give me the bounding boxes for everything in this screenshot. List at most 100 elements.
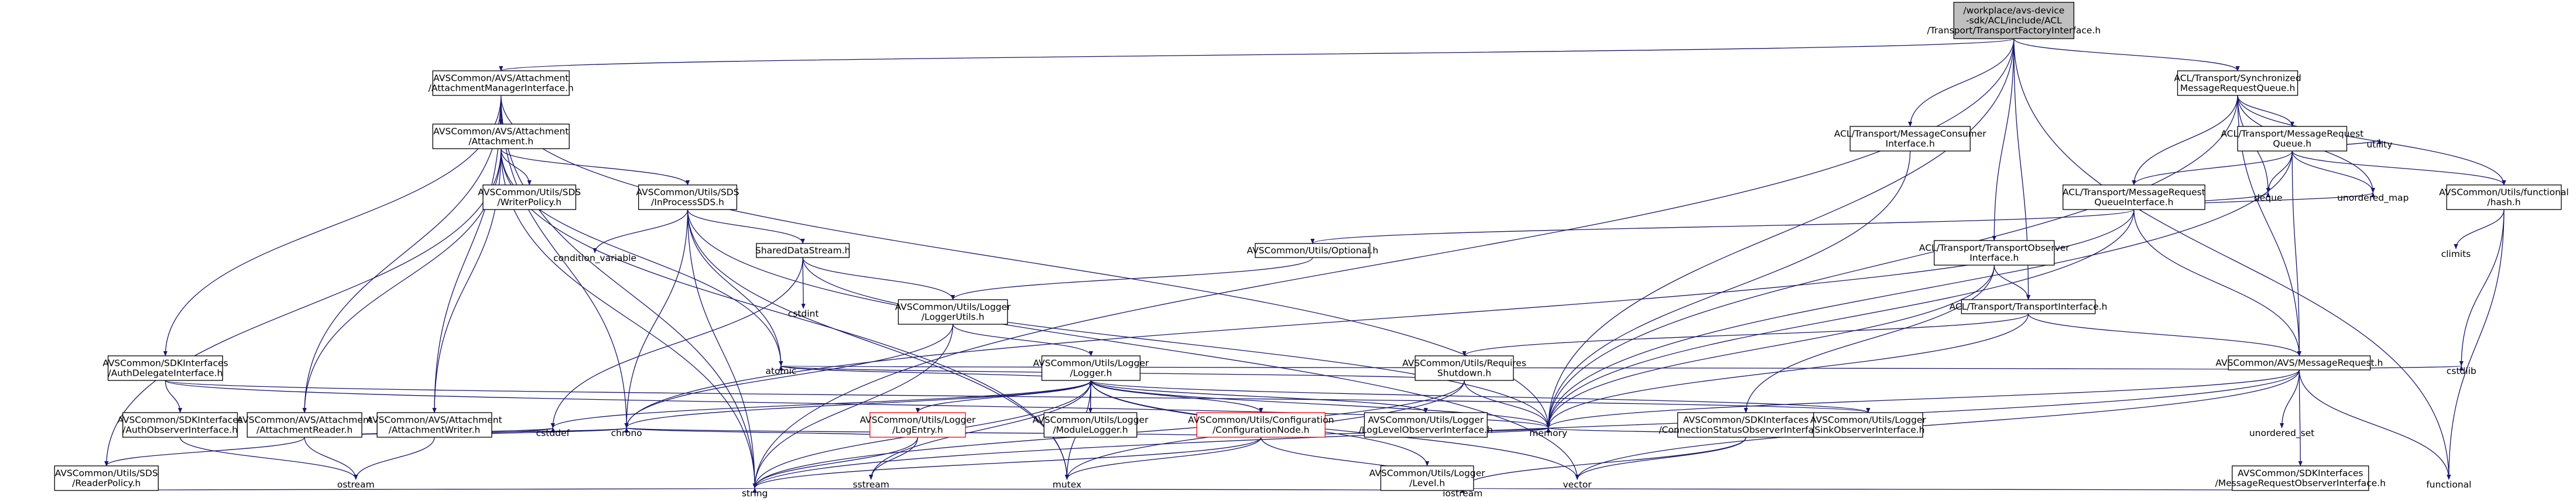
leaf-cstddef[interactable]: cstddef (536, 428, 570, 438)
edge-mrqh-hash (2291, 150, 2506, 186)
node-le[interactable]: AVSCommon/Utils/Logger/LogEntry.h (860, 412, 976, 438)
edge-mrqh-memory (1546, 150, 2293, 428)
node-label-line: /LogLevelObserverInterface.h (1359, 425, 1493, 435)
leaf-iostream[interactable]: iostream (1443, 488, 1482, 499)
node-tobs[interactable]: ACL/Transport/TransportObserverInterface… (1919, 240, 2070, 266)
node-label-line: /AttachmentManagerInterface.h (429, 83, 574, 94)
leaf-uset[interactable]: unordered_set (2249, 428, 2314, 439)
edge-att-string (501, 148, 757, 489)
edge-mrqi-opt (1310, 209, 2135, 244)
leaf-deque[interactable]: deque (2254, 193, 2283, 203)
edge-amif-ar (302, 95, 502, 413)
node-rpol[interactable]: AVSCommon/Utils/SDS/ReaderPolicy.h (54, 465, 159, 491)
node-box (2228, 355, 2371, 370)
node-att[interactable]: AVSCommon/AVS/Attachment/Attachment.h (432, 123, 570, 149)
node-aw[interactable]: AVSCommon/AVS/Attachment/AttachmentWrite… (366, 412, 502, 438)
node-ar[interactable]: AVSCommon/AVS/Attachment/AttachmentReade… (237, 412, 372, 438)
edge-tobs-csoi (1743, 265, 1995, 413)
node-mrqi[interactable]: ACL/Transport/MessageRequestQueueInterfa… (2063, 184, 2205, 210)
node-msgr[interactable]: AVSCommon/AVS/MessageRequest.h (2215, 355, 2383, 370)
edge-sds-lu (802, 257, 955, 300)
edge-msgr-vector (1575, 369, 2300, 480)
leaf-utility[interactable]: utility (2366, 139, 2392, 150)
node-root[interactable]: /workplace/avs-device-sdk/ACL/include/AC… (1927, 2, 2101, 39)
node-hash[interactable]: AVSCommon/Utils/functional/hash.h (2439, 184, 2569, 210)
node-box (1196, 412, 1326, 438)
node-lu[interactable]: AVSCommon/Utils/Logger/LoggerUtils.h (895, 299, 1011, 325)
leaf-chrono[interactable]: chrono (611, 428, 642, 438)
node-label-line: Interface.h (1969, 253, 2019, 263)
node-label-line: /workplace/avs-device (1963, 5, 2064, 16)
node-label-line: AVSCommon/Utils/Requires (1402, 358, 1526, 369)
leaf-cstdlib[interactable]: cstdlib (2447, 366, 2476, 376)
edge-ips-string (687, 209, 757, 489)
node-sds[interactable]: SharedDataStream.h (755, 243, 850, 258)
node-ti[interactable]: ACL/Transport/TransportInterface.h (1950, 299, 2108, 314)
edge-hash-climits (2454, 209, 2505, 249)
edge-sds-cstddef (550, 257, 803, 428)
leaf-ostream[interactable]: ostream (337, 479, 375, 490)
edge-att-rpol (104, 148, 502, 466)
edge-tobs-memory (1546, 265, 1995, 428)
node-cn[interactable]: AVSCommon/Utils/Configuration/Configurat… (1188, 412, 1334, 438)
edge-logh-memory (1090, 380, 1551, 428)
leaf-condvar[interactable]: condition_variable (553, 253, 636, 264)
leaf-vector[interactable]: vector (1563, 479, 1592, 490)
node-label-line: /Transport/TransportFactoryInterface.h (1927, 25, 2101, 36)
node-mroi[interactable]: AVSCommon/SDKInterfaces/MessageRequestOb… (2215, 465, 2386, 491)
edge-mrqh-msgr (2291, 150, 2301, 356)
node-amif[interactable]: AVSCommon/AVS/Attachment/AttachmentManag… (429, 70, 574, 96)
node-csoi[interactable]: AVSCommon/SDKInterfaces/ConnectionStatus… (1659, 412, 1833, 438)
node-mrqh[interactable]: ACL/Transport/MessageRequestQueue.h (2221, 126, 2363, 152)
leaf-climits[interactable]: climits (2441, 249, 2471, 259)
node-lli[interactable]: AVSCommon/Utils/Logger/LogLevelObserverI… (1359, 412, 1493, 438)
node-box (898, 299, 1008, 325)
node-box (756, 243, 850, 258)
edge-root-tobs (1992, 38, 2015, 241)
leaf-string[interactable]: string (742, 488, 768, 499)
node-box (1364, 412, 1488, 438)
edge-ar-ostream (304, 437, 358, 480)
leaf-atomic[interactable]: atomic (765, 366, 796, 376)
node-label-line: AVSCommon/SDKInterfaces (117, 415, 243, 425)
edge-att-mutex (501, 148, 1070, 480)
node-ml[interactable]: AVSCommon/Utils/Logger/ModuleLogger.h (1033, 412, 1149, 438)
edge-amif-aw (432, 95, 502, 413)
node-wpol[interactable]: AVSCommon/Utils/SDS/WriterPolicy.h (478, 184, 581, 210)
node-box (2237, 126, 2348, 152)
edge-ips-vector (687, 209, 1580, 480)
node-ips[interactable]: AVSCommon/Utils/SDS/InProcessSDS.h (636, 184, 739, 210)
node-box (432, 70, 570, 96)
node-box (1813, 412, 1923, 438)
node-box (638, 184, 738, 210)
leaf-umap[interactable]: unordered_map (2337, 193, 2409, 204)
node-lvl[interactable]: AVSCommon/Utils/Logger/Level.h (1369, 465, 1485, 491)
node-label-line: /LoggerUtils.h (922, 312, 985, 322)
leaf-sstream[interactable]: sstream (853, 479, 889, 490)
node-label-line: Queue.h (2273, 139, 2311, 149)
node-adi[interactable]: AVSCommon/SDKInterfaces/AuthDelegateInte… (102, 355, 228, 381)
edge-amif-chrono (501, 95, 629, 428)
edge-aoi-ostream (179, 437, 358, 480)
edge-mci-memory (1546, 150, 1911, 428)
edge-root-mrq (2013, 38, 2240, 71)
leaf-functional[interactable]: functional (2426, 479, 2471, 490)
node-opt[interactable]: AVSCommon/Utils/Optional.h (1247, 243, 1379, 258)
leaf-mutex[interactable]: mutex (1053, 479, 1081, 490)
node-soi[interactable]: AVSCommon/Utils/Logger/SinkObserverInter… (1810, 412, 1926, 438)
node-aoi[interactable]: AVSCommon/SDKInterfaces/AuthObserverInte… (117, 412, 243, 438)
node-layer: /workplace/avs-device-sdk/ACL/include/AC… (54, 2, 2569, 491)
edge-mrqi-msgr (2133, 209, 2301, 356)
edge-root-functional (2013, 38, 2451, 480)
node-label-line: /WriterPolicy.h (497, 197, 561, 208)
leaf-cstdint[interactable]: cstdint (788, 308, 819, 319)
leaf-memory[interactable]: memory (1529, 428, 1567, 438)
edge-msgr-uset (2279, 369, 2300, 428)
edge-opt-lu (951, 257, 1313, 300)
node-label-line: /hash.h (2487, 197, 2520, 208)
node-label-line: /LogEntry.h (892, 425, 943, 435)
node-logh[interactable]: AVSCommon/Utils/Logger/Logger.h (1033, 355, 1149, 381)
node-mrq[interactable]: ACL/Transport/SynchronizedMessageRequest… (2174, 70, 2301, 96)
